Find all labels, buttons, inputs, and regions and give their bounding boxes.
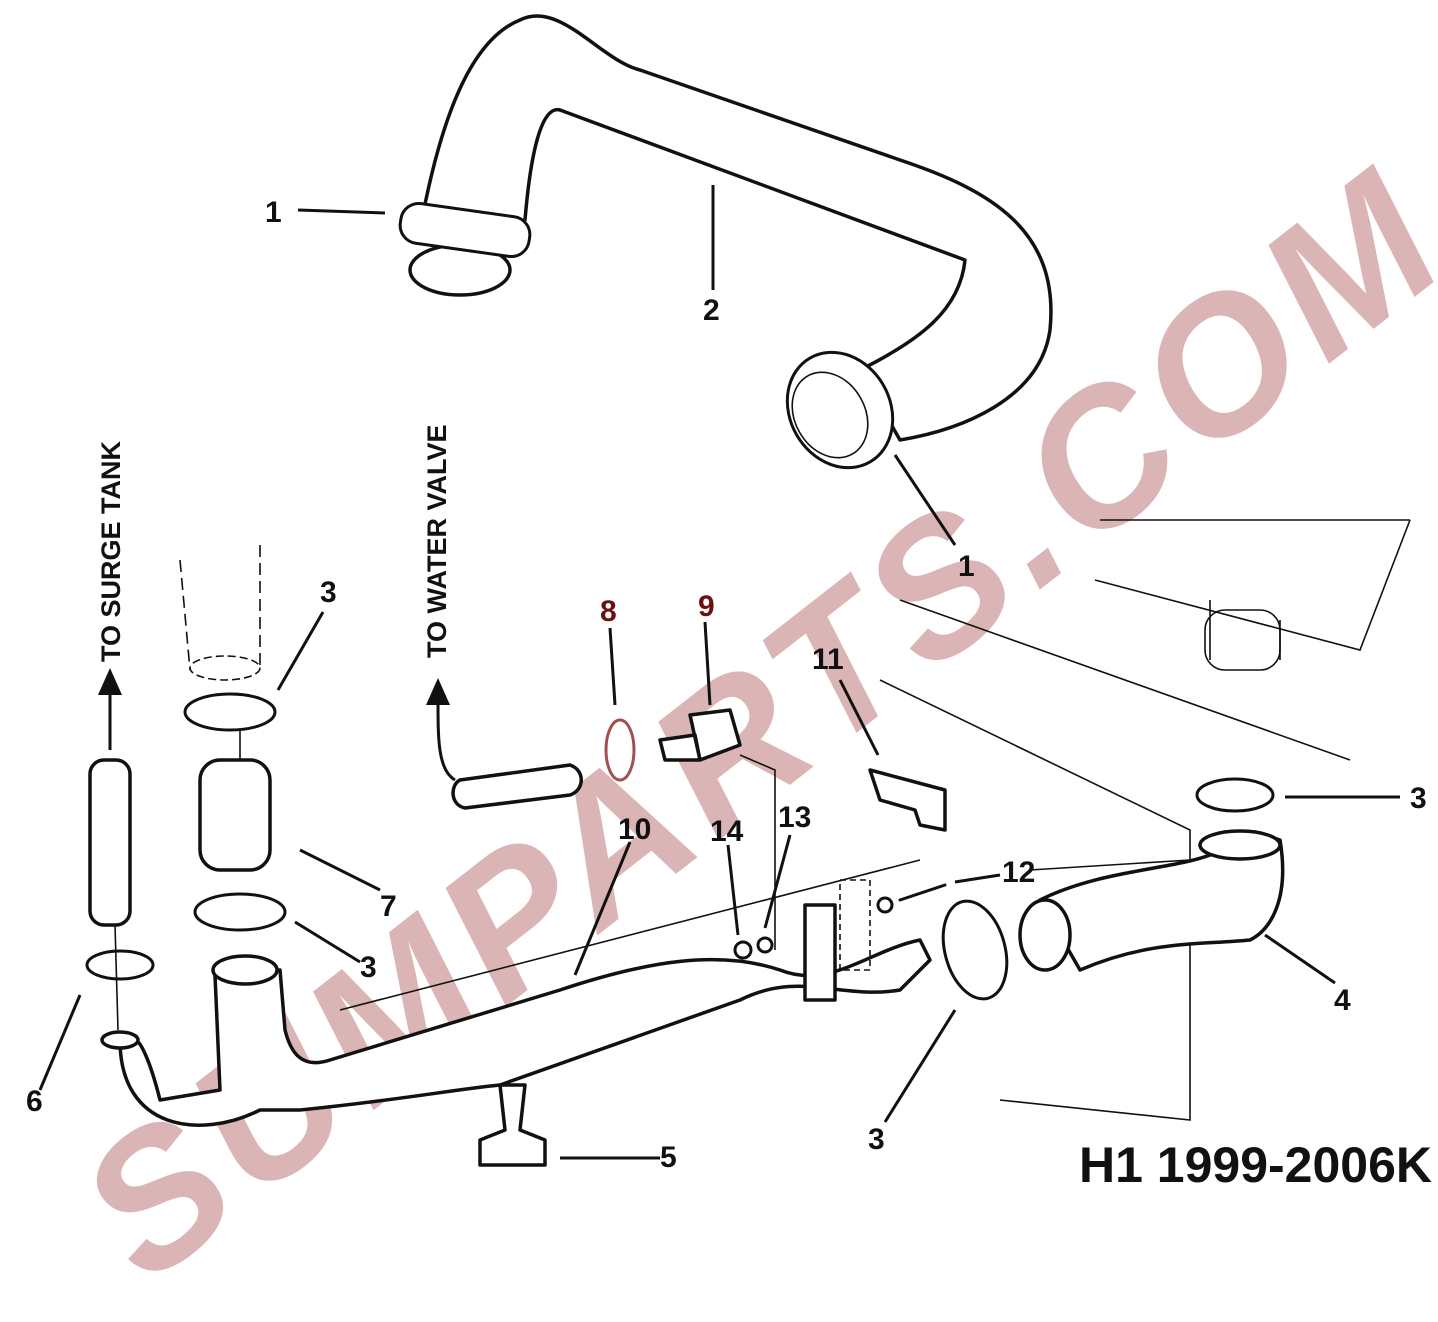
upper-left-hose-dashed — [179, 545, 261, 671]
callout-14: 14 — [710, 815, 744, 848]
hose-clamp-1-upper — [398, 201, 532, 259]
hose-clamp-3-right — [1195, 777, 1275, 813]
callout-3-bottom: 3 — [868, 1123, 885, 1156]
nut-14 — [733, 940, 753, 960]
upper-hose — [418, 14, 1053, 442]
tee-fitting-9 — [658, 708, 742, 762]
clamp-8 — [604, 718, 636, 782]
bolt-12 — [898, 883, 947, 902]
callout-8: 8 — [600, 595, 617, 628]
grommet-11 — [868, 768, 947, 832]
callout-3-lower-left: 3 — [360, 951, 377, 984]
callout-11: 11 — [812, 643, 844, 676]
callout-10: 10 — [618, 813, 652, 846]
washer-13 — [756, 936, 774, 954]
callout-9: 9 — [698, 590, 715, 623]
callout-4: 4 — [1334, 984, 1351, 1017]
hose-7 — [198, 758, 272, 872]
callout-3-upper-left: 3 — [320, 576, 337, 609]
drain-cock-5 — [478, 1083, 547, 1167]
bracket — [803, 903, 837, 1002]
callout-7: 7 — [380, 890, 397, 923]
to-surge-tank-label: TO SURGE TANK — [96, 440, 126, 662]
hose-clamp-6 — [85, 949, 155, 981]
hose-clamp-3-middle — [941, 899, 1009, 1001]
callout-leaders — [38, 185, 1400, 1160]
hose-clamp-3-lower-left — [193, 892, 287, 932]
engine-block — [879, 519, 1411, 1121]
callout-13: 13 — [778, 801, 812, 834]
model-code: H1 1999-2006K — [1078, 1137, 1432, 1193]
surge-tank-hose — [88, 758, 132, 927]
callout-3-right: 3 — [1410, 782, 1427, 815]
callout-1-upper: 1 — [265, 196, 282, 229]
radiator-hose — [1038, 831, 1285, 972]
callout-12: 12 — [1002, 856, 1036, 889]
callout-5: 5 — [660, 1141, 677, 1174]
hose-clamp-3-upper-left — [183, 692, 277, 732]
callout-1-lower: 1 — [958, 550, 975, 583]
callout-2: 2 — [703, 294, 720, 327]
lower-hose — [118, 938, 932, 1127]
hose-clamp-1-lower — [785, 350, 895, 470]
arrow-to-water-valve — [436, 699, 456, 782]
callout-6: 6 — [26, 1085, 43, 1118]
hose-diagram — [38, 14, 1411, 1167]
to-water-valve-label: TO WATER VALVE — [422, 424, 452, 658]
water-valve-hose — [451, 763, 583, 810]
